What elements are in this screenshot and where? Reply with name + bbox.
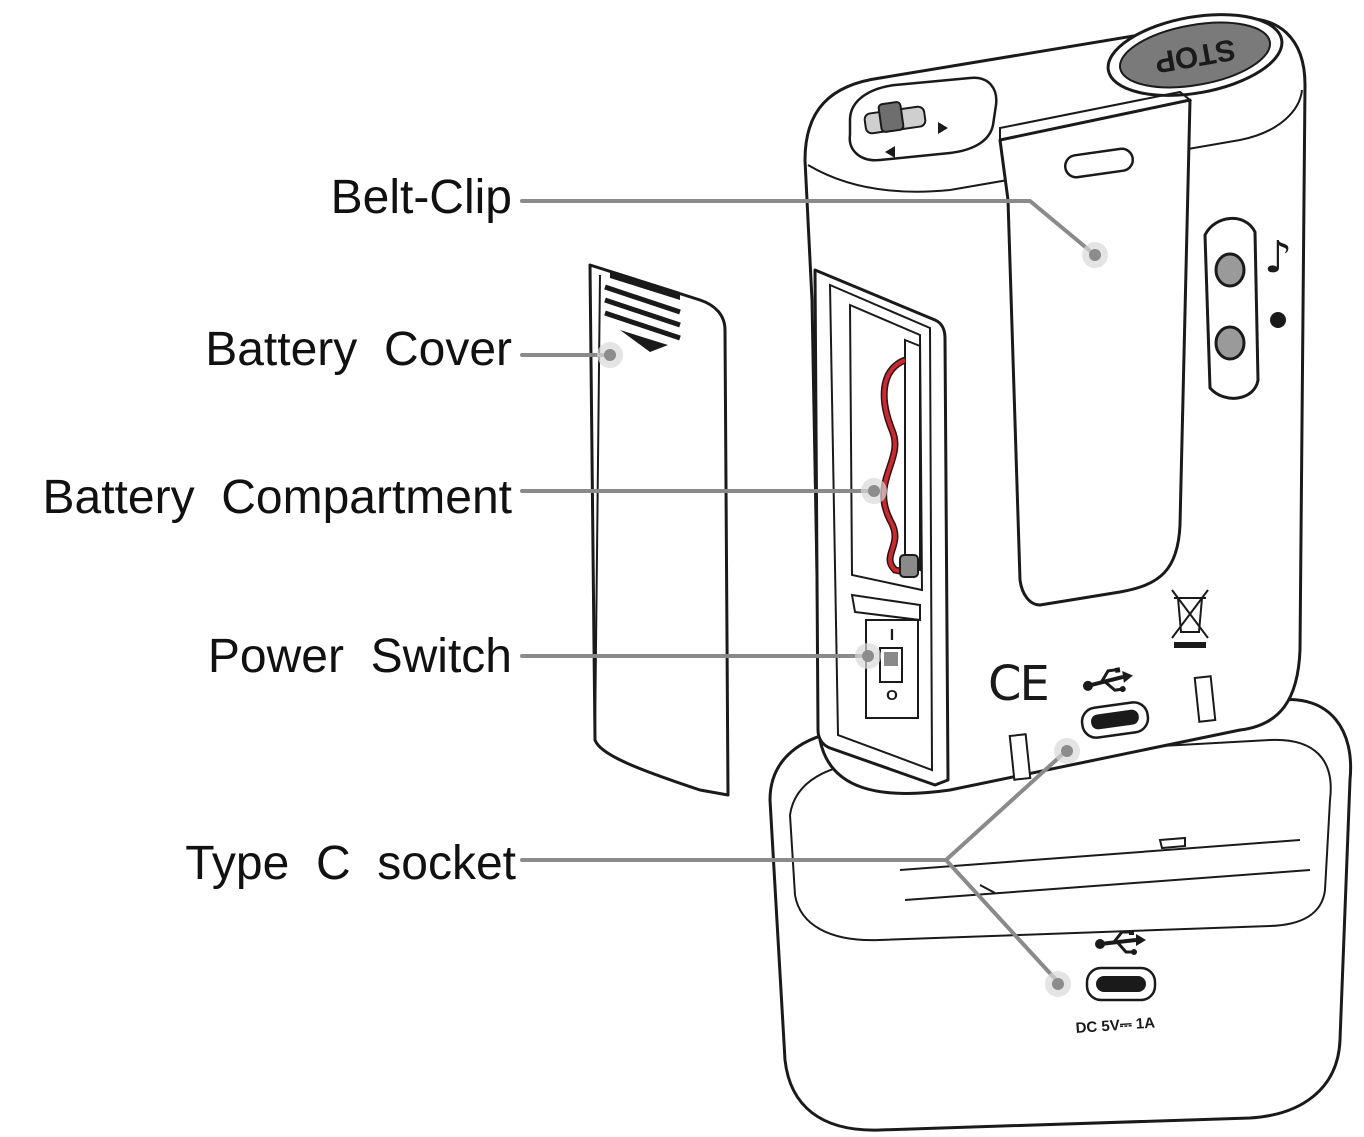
label-belt-clip: Belt-Clip <box>331 171 512 224</box>
dock-type-c-port <box>1085 966 1157 1002</box>
label-battery-compartment: Battery Compartment <box>43 471 513 524</box>
belt-clip <box>998 90 1193 607</box>
label-battery-cover: Battery Cover <box>205 323 512 376</box>
callout-labels: Belt-Clip Battery Cover Battery Compartm… <box>43 171 517 890</box>
dock-rating-label: DC 5V⎓ 1A <box>1075 1014 1156 1037</box>
device-type-c-port <box>1080 701 1150 739</box>
label-type-c-socket: Type C socket <box>185 837 516 890</box>
battery-cover <box>588 263 730 797</box>
music-note-icon: ♪ <box>1264 232 1292 283</box>
anchor-dot-type-c-device <box>1061 745 1073 757</box>
anchor-dot-battery-compartment <box>868 485 880 497</box>
ce-mark: CE <box>988 656 1048 712</box>
power-switch: I O <box>865 619 919 719</box>
leader-belt-clip <box>520 199 1097 257</box>
power-switch-on-symbol: I <box>890 627 894 644</box>
charging-dock: DC 5V⎓ 1A <box>768 698 1353 1132</box>
side-button-panel <box>1203 216 1260 400</box>
callout-leaders <box>520 199 1108 997</box>
stop-button: STOP <box>1106 13 1284 97</box>
power-switch-off-symbol: O <box>886 687 898 704</box>
label-power-switch: Power Switch <box>208 630 512 683</box>
leader-type-c-socket <box>520 750 1067 984</box>
record-dot-icon <box>1270 312 1286 328</box>
transmitter-device: STOP ♪ <box>803 13 1307 795</box>
battery-compartment-area: I O <box>813 268 950 787</box>
usb-icon <box>1095 930 1146 955</box>
anchor-dot-battery-cover <box>604 349 616 361</box>
usb-icon <box>1082 667 1133 693</box>
weee-bin-icon <box>1171 589 1209 648</box>
anchor-dot-power-switch <box>862 650 874 662</box>
anchor-dot-belt-clip <box>1089 249 1101 261</box>
slide-switch-icon <box>848 76 998 162</box>
anchor-dot-type-c-dock <box>1052 978 1064 990</box>
